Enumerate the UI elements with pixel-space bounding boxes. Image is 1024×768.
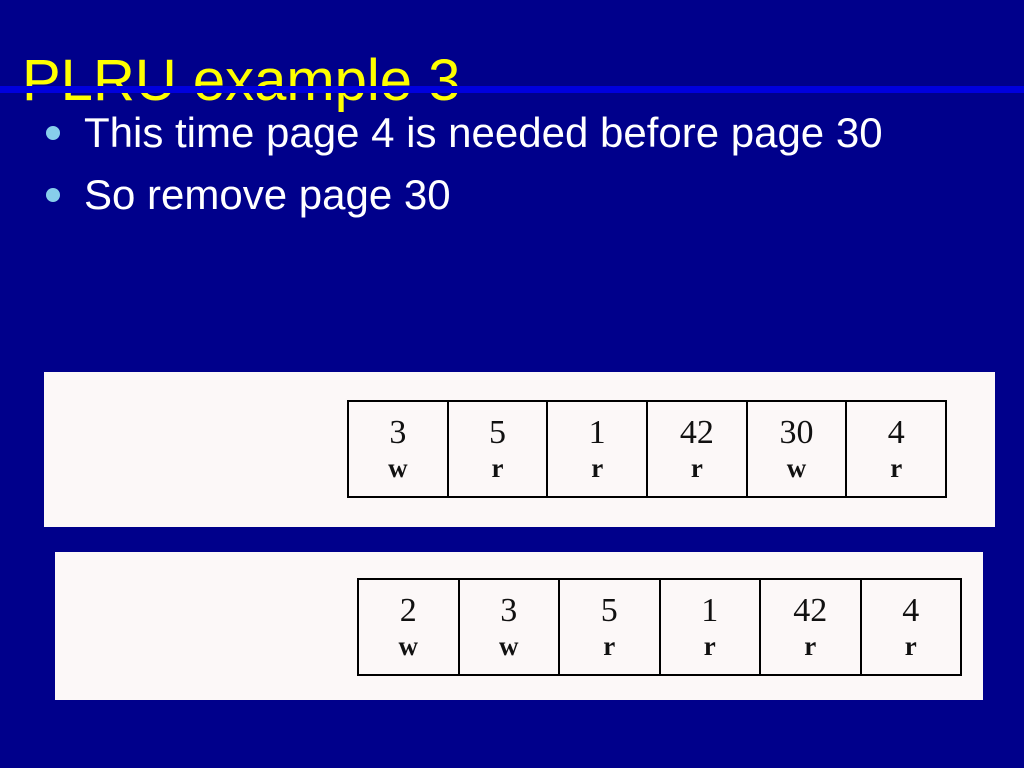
- cache-cell-mode: r: [491, 453, 504, 483]
- cache-cell: 30 w: [748, 402, 848, 496]
- cache-cell-mode: w: [398, 631, 419, 661]
- cache-cell-mode: r: [690, 453, 703, 483]
- cache-table-initially: 3 w 5 r 1 r 42 r 30 w 4 r: [347, 400, 947, 498]
- cache-cell-value: 2: [399, 592, 417, 629]
- cache-cell-mode: w: [499, 631, 519, 661]
- cache-cell-value: 3: [389, 414, 407, 451]
- bullet-list: This time page 4 is needed before page 3…: [36, 102, 976, 226]
- cache-cell-mode: w: [786, 453, 807, 483]
- diagram-panel-finally: Finally: 2 w 3 w 5 r 1 r 42 r: [55, 552, 983, 700]
- cache-cell-mode: r: [904, 631, 917, 661]
- cache-cell-value: 5: [489, 414, 506, 451]
- cache-cell: 2 w: [359, 580, 460, 674]
- bullet-point-icon: [46, 126, 60, 140]
- cache-cell-value: 30: [779, 414, 814, 451]
- cache-cell-value: 4: [887, 414, 905, 451]
- cache-cell: 3 w: [349, 402, 449, 496]
- cache-cell-mode: r: [591, 453, 604, 483]
- cache-cell-mode: r: [890, 453, 903, 483]
- cache-cell-value: 5: [600, 592, 618, 629]
- bullet-text: This time page 4 is needed before page 3…: [84, 109, 883, 156]
- cache-cell: 4 r: [847, 402, 945, 496]
- cache-cell-mode: r: [603, 631, 616, 661]
- cache-cell-value: 1: [701, 592, 719, 629]
- cache-cell: 3 w: [460, 580, 560, 674]
- cache-cell-value: 42: [679, 414, 714, 451]
- title-divider: [0, 86, 1024, 93]
- cache-cell: 5 r: [449, 402, 549, 496]
- cache-cell-mode: w: [388, 453, 408, 483]
- cache-cell-mode: r: [703, 631, 716, 661]
- cache-cell: 42 r: [648, 402, 748, 496]
- cache-cell: 5 r: [560, 580, 661, 674]
- cache-table-finally: 2 w 3 w 5 r 1 r 42 r 4 r: [357, 578, 962, 676]
- cache-cell: 1 r: [548, 402, 649, 496]
- cache-cell-value: 4: [902, 592, 920, 629]
- cache-cell-value: 42: [793, 592, 828, 629]
- cache-cell-value: 3: [500, 592, 518, 629]
- list-item: This time page 4 is needed before page 3…: [36, 102, 976, 164]
- page-title: PLRU example 3: [22, 47, 461, 113]
- bullet-text: So remove page 30: [84, 171, 451, 218]
- diagram-panel-initially: Initially: 3 w 5 r 1 r 42 r 30 w: [44, 372, 995, 527]
- cache-cell-value: 1: [588, 414, 606, 451]
- bullet-point-icon: [46, 188, 60, 202]
- cache-cell: 1 r: [661, 580, 761, 674]
- cache-cell: 42 r: [761, 580, 862, 674]
- list-item: So remove page 30: [36, 164, 976, 226]
- cache-cell: 4 r: [862, 580, 961, 674]
- cache-cell-mode: r: [804, 631, 817, 661]
